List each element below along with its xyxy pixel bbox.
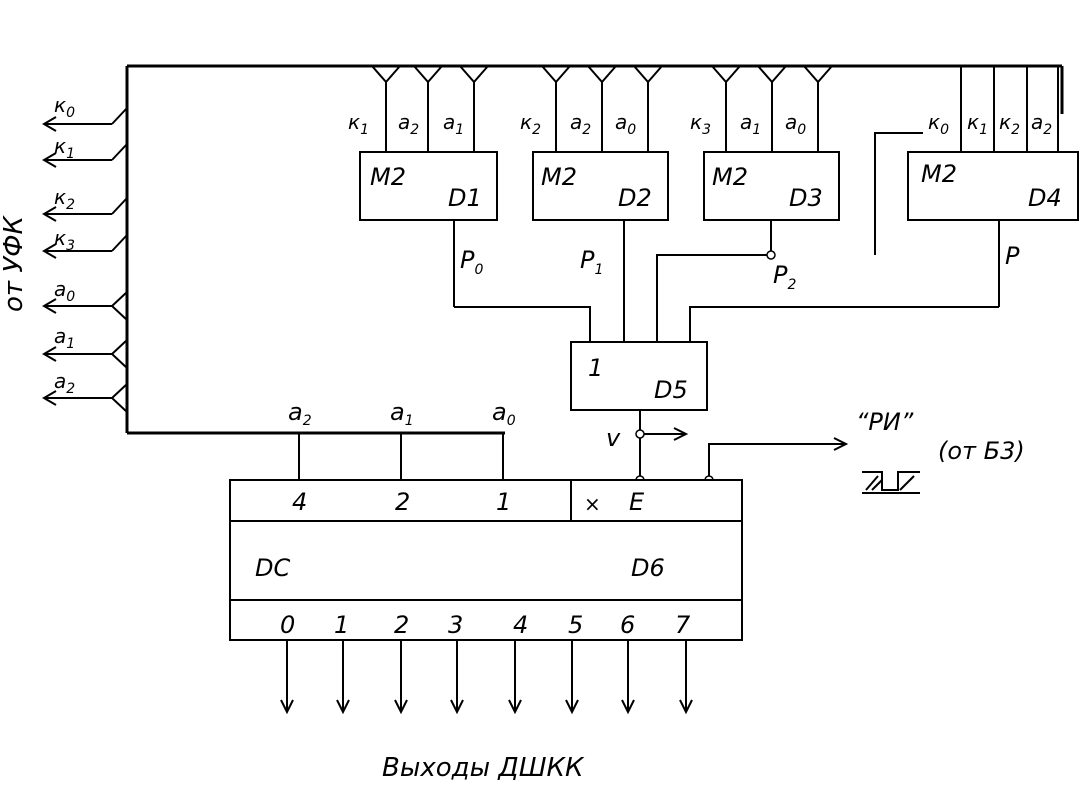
svg-text:D4: D4 [1028, 184, 1062, 212]
svg-text:к2: к2 [520, 110, 541, 138]
xor-block-d3: к3 a1 a0 M2 D3 P2 [656, 65, 840, 342]
left-output-a2: a2 [42, 369, 128, 413]
svg-text:к3: к3 [54, 226, 75, 254]
decoder-block-d6: 4 2 1 × E DC D6 [229, 479, 743, 641]
svg-text:DC: DC [255, 554, 290, 582]
source-label: от УФК [0, 214, 29, 312]
svg-text:D5: D5 [654, 376, 688, 404]
svg-text:a0: a0 [785, 110, 806, 138]
svg-text:P1: P1 [580, 246, 603, 278]
svg-text:к1: к1 [967, 110, 988, 138]
svg-text:P: P [1005, 242, 1020, 270]
svg-text:a1: a1 [390, 398, 414, 429]
svg-text:D6: D6 [631, 554, 665, 582]
svg-text:a2: a2 [288, 398, 312, 429]
svg-text:E: E [629, 488, 645, 516]
svg-text:P2: P2 [773, 261, 796, 293]
svg-text:(от Б3): (от Б3) [938, 437, 1025, 465]
svg-text:к0: к0 [928, 110, 949, 138]
svg-text:P0: P0 [460, 246, 483, 278]
left-output-k3: к3 [42, 226, 128, 259]
svg-text:a0: a0 [492, 398, 516, 429]
negative-pulse-icon [862, 471, 920, 494]
svg-text:5: 5 [568, 611, 583, 639]
svg-text:×: × [584, 492, 601, 516]
left-output-k0: к0 [42, 93, 128, 132]
svg-text:4: 4 [513, 611, 528, 639]
xor-block-d2: к2 a2 a0 M2 D2 P1 [520, 65, 669, 342]
xor-block-d1: к1 a2 a1 M2 D1 P0 [348, 65, 498, 307]
svg-text:M2: M2 [541, 163, 577, 191]
outputs-caption: Выходы ДШКК [382, 753, 585, 783]
svg-text:a1: a1 [54, 324, 75, 352]
svg-text:к1: к1 [348, 110, 369, 138]
ri-signal: “РИ” (от Б3) [704, 408, 1025, 494]
svg-text:a1: a1 [443, 110, 464, 138]
left-output-k1: к1 [42, 134, 128, 168]
svg-text:a2: a2 [570, 110, 591, 138]
svg-text:v: v [606, 424, 621, 452]
svg-text:M2: M2 [712, 163, 748, 191]
svg-text:2: 2 [394, 611, 409, 639]
svg-text:a2: a2 [1031, 110, 1052, 138]
svg-text:1: 1 [588, 354, 603, 382]
svg-text:D1: D1 [448, 184, 482, 212]
decoder-outputs: 0 1 2 3 4 5 6 7 [280, 611, 693, 715]
svg-text:7: 7 [675, 611, 691, 639]
svg-text:D2: D2 [618, 184, 652, 212]
svg-text:1: 1 [334, 611, 349, 639]
svg-text:M2: M2 [370, 163, 406, 191]
svg-text:a0: a0 [54, 277, 75, 305]
main-bus [125, 64, 1064, 435]
svg-text:к3: к3 [690, 110, 711, 138]
svg-text:2: 2 [395, 488, 410, 516]
left-output-k2: к2 [42, 185, 128, 222]
left-output-arrows: к0 к1 к2 к3 a0 [42, 93, 128, 413]
p0-wire [454, 306, 591, 342]
svg-text:a2: a2 [54, 369, 75, 397]
svg-text:к0: к0 [54, 93, 75, 121]
svg-text:к2: к2 [54, 185, 75, 213]
svg-text:D3: D3 [789, 184, 823, 212]
left-output-a1: a1 [42, 324, 128, 369]
svg-text:3: 3 [448, 611, 463, 639]
svg-text:4: 4 [292, 488, 307, 516]
svg-text:a2: a2 [398, 110, 419, 138]
svg-text:6: 6 [620, 611, 635, 639]
left-output-a0: a0 [42, 277, 128, 321]
svg-text:M2: M2 [921, 160, 957, 188]
svg-text:1: 1 [496, 488, 511, 516]
xor-block-d4: к0 к1 к2 a2 M2 D4 P [689, 66, 1079, 342]
bus-taps: a2 a1 a0 [288, 398, 516, 480]
svg-text:к1: к1 [54, 134, 75, 162]
svg-text:к2: к2 [999, 110, 1020, 138]
or-block-d5: 1 D5 v [570, 341, 708, 485]
svg-text:0: 0 [280, 611, 295, 639]
svg-text:a1: a1 [740, 110, 761, 138]
svg-text:“РИ”: “РИ” [856, 408, 914, 436]
svg-text:a0: a0 [615, 110, 636, 138]
